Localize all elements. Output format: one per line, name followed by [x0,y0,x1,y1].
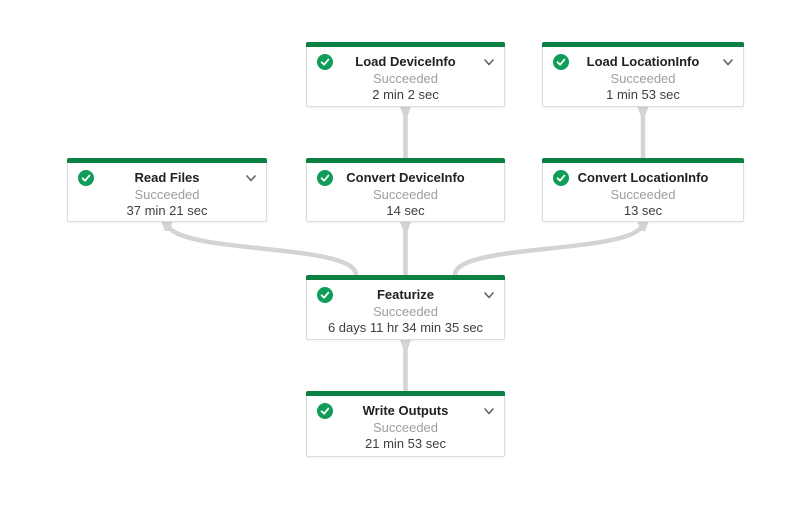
node-title: Write Outputs [362,403,449,418]
node-title: Load DeviceInfo [355,54,456,69]
node-duration-text: 1 min 53 sec [606,87,680,102]
edge-source-wedge [400,340,411,349]
node-title: Read Files [134,170,200,185]
edge-source-wedge [161,222,173,231]
node-title: Featurize [376,287,435,302]
check-circle-icon [317,287,333,303]
check-circle-icon [553,54,569,70]
edge-source-wedge [400,107,411,116]
edge-read-files-to-featurize [164,221,359,276]
node-status-text: Succeeded [134,187,200,202]
node-duration-text: 14 sec [386,203,425,218]
node-status-text: Succeeded [610,71,676,86]
node-duration-text: 2 min 2 sec [372,87,439,102]
check-circle-icon [317,170,333,186]
chevron-down-icon[interactable] [245,171,257,182]
node-status-bar [542,42,744,47]
node-status-text: Succeeded [610,187,676,202]
node-duration-text: 21 min 53 sec [365,436,446,451]
check-circle-icon [553,170,569,186]
node-status-bar [306,42,505,47]
node-duration-text: 6 days 11 hr 34 min 35 sec [327,320,484,335]
node-status-text: Succeeded [372,71,439,86]
node-status-bar [542,158,744,163]
node-status-text: Succeeded [372,187,439,202]
check-circle-icon [317,54,333,70]
edge-convert-locationinfo-to-featurize [452,221,646,276]
node-duration-text: 13 sec [623,203,663,218]
node-status-text: Succeeded [372,304,439,319]
chevron-down-icon[interactable] [483,288,495,299]
node-status-text: Succeeded [372,420,439,435]
edge-source-wedge [637,222,649,231]
node-status-bar [306,158,505,163]
chevron-down-icon[interactable] [483,55,495,66]
node-title: Load LocationInfo [586,54,700,69]
node-status-bar [306,275,505,280]
node-title: Convert DeviceInfo [346,170,465,185]
node-title: Convert LocationInfo [577,170,709,185]
node-duration-text: 37 min 21 sec [126,203,208,218]
node-status-bar [306,391,505,396]
chevron-down-icon[interactable] [722,55,734,66]
chevron-down-icon[interactable] [483,404,495,415]
edge-source-wedge [400,222,411,231]
check-circle-icon [78,170,94,186]
edge-source-wedge [637,107,649,116]
node-status-bar [67,158,267,163]
check-circle-icon [317,403,333,419]
